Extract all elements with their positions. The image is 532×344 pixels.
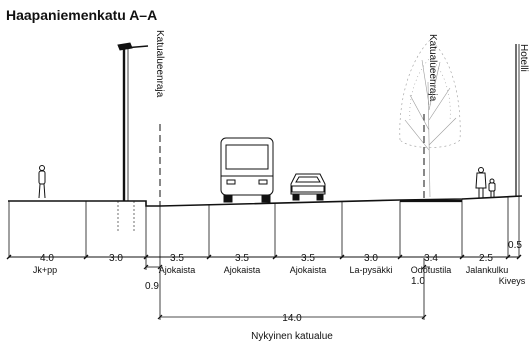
lane-names: Jk+pp Ajokaista Ajokaista Ajokaista La-p… — [33, 265, 526, 286]
lane-name-7: Kiveys — [499, 276, 526, 286]
street-lamp — [117, 42, 149, 232]
car-icon — [290, 173, 326, 201]
street-boundary-lines — [159, 114, 425, 206]
pedestrians-right-icon — [475, 167, 496, 198]
dimension-extension-lines — [8, 196, 520, 258]
width-0: 4.0 — [40, 253, 54, 264]
left-boundary-label: Katualueenraja — [154, 30, 165, 98]
lane-name-1: Ajokaista — [159, 265, 196, 275]
pedestrian-icon — [38, 165, 46, 199]
lane-name-2: Ajokaista — [224, 265, 261, 275]
drawing-title: Haapaniemenkatu A–A — [6, 7, 157, 23]
sub-dimension-left — [143, 206, 163, 270]
sub-dimension-right — [421, 258, 430, 290]
width-1: 3.0 — [109, 253, 123, 264]
width-5: 3.0 — [364, 253, 378, 264]
lane-name-4: La-pysäkki — [349, 265, 392, 275]
hotel-wall — [515, 44, 520, 196]
width-3: 3.5 — [235, 253, 249, 264]
width-6: 3.4 — [424, 253, 438, 264]
sub-dim-right-value: 1.0 — [411, 276, 425, 287]
lane-name-5: Odotustila — [411, 265, 452, 275]
hotel-label: Hotelli — [518, 44, 529, 72]
width-7: 2.5 — [479, 253, 493, 264]
main-dimension-line — [6, 254, 522, 260]
width-8: 0.5 — [508, 240, 522, 251]
width-2: 3.5 — [170, 253, 184, 264]
total-label: Nykyinen katualue — [251, 331, 333, 342]
total-dimension-line — [157, 270, 427, 320]
lane-name-6: Jalankulku — [466, 265, 509, 275]
lane-name-3: Ajokaista — [290, 265, 327, 275]
lane-width-values: 4.0 3.0 3.5 3.5 3.5 3.0 3.4 2.5 0.5 — [40, 240, 522, 264]
sub-dim-left-value: 0.9 — [145, 281, 159, 292]
bus-icon — [220, 137, 274, 203]
tree-icon — [399, 39, 461, 198]
right-boundary-label: Katualueenraja — [427, 34, 438, 102]
width-4: 3.5 — [301, 253, 315, 264]
lane-name-0: Jk+pp — [33, 265, 57, 275]
total-value: 14.0 — [282, 313, 302, 324]
